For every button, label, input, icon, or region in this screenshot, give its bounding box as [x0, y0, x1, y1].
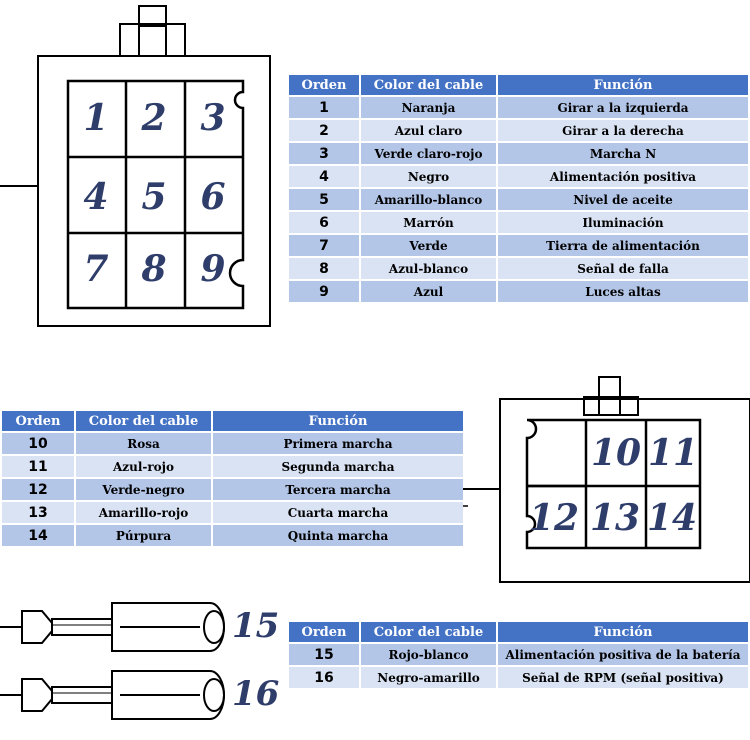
- pin-label: 1: [83, 97, 109, 139]
- pin-label: 2: [141, 97, 167, 139]
- pin-label-16: 16: [232, 674, 280, 714]
- cell-orden: 7: [289, 235, 359, 256]
- header-funcion: Función: [498, 622, 748, 642]
- cell-color: Verde-negro: [76, 479, 211, 500]
- cell-orden: 10: [2, 433, 74, 454]
- cell-funcion: Tierra de alimentación: [498, 235, 748, 256]
- bullet-connector-15: [0, 602, 225, 652]
- cell-orden: 2: [289, 120, 359, 141]
- cell-orden: 6: [289, 212, 359, 233]
- cell-funcion: Marcha N: [498, 143, 748, 164]
- cell-funcion: Cuarta marcha: [213, 502, 463, 523]
- cell-funcion: Primera marcha: [213, 433, 463, 454]
- cell-orden: 15: [289, 644, 359, 665]
- cell-orden: 9: [289, 281, 359, 302]
- cell-color: Negro-amarillo: [361, 667, 496, 688]
- bullet-connector-16: [0, 670, 225, 720]
- cell-color: Naranja: [361, 97, 496, 118]
- cell-funcion: Señal de falla: [498, 258, 748, 279]
- pin-label: 3: [200, 97, 226, 139]
- cell-orden: 5: [289, 189, 359, 210]
- cell-orden: 16: [289, 667, 359, 688]
- cell-funcion: Señal de RPM (señal positiva): [498, 667, 748, 688]
- cell-orden: 11: [2, 456, 74, 477]
- cell-color: Azul-blanco: [361, 258, 496, 279]
- pin-label: 11: [647, 432, 699, 474]
- cell-color: Azul-rojo: [76, 456, 211, 477]
- cell-funcion: Luces altas: [498, 281, 748, 302]
- pin-label: 4: [83, 176, 109, 218]
- header-color: Color del cable: [361, 622, 496, 642]
- pin-label: 12: [528, 497, 580, 539]
- cell-funcion: Quinta marcha: [213, 525, 463, 546]
- pin-label: 6: [200, 176, 226, 218]
- cell-orden: 3: [289, 143, 359, 164]
- pin-label: 7: [83, 248, 109, 290]
- connector-5pin: [462, 376, 750, 583]
- cell-color: Marrón: [361, 212, 496, 233]
- cell-color: Negro: [361, 166, 496, 187]
- pin-label: 8: [141, 248, 167, 290]
- header-funcion: Función: [498, 75, 748, 95]
- cell-color: Púrpura: [76, 525, 211, 546]
- cell-funcion: Alimentación positiva de la batería: [498, 644, 748, 665]
- cell-funcion: Tercera marcha: [213, 479, 463, 500]
- header-funcion: Función: [213, 411, 463, 431]
- header-orden: Orden: [2, 411, 74, 431]
- pin-label: 13: [589, 497, 641, 539]
- header-color: Color del cable: [76, 411, 211, 431]
- cell-orden: 14: [2, 525, 74, 546]
- cell-orden: 13: [2, 502, 74, 523]
- cell-funcion: Nivel de aceite: [498, 189, 748, 210]
- cell-color: Verde: [361, 235, 496, 256]
- cell-color: Amarillo-blanco: [361, 189, 496, 210]
- cell-funcion: Alimentación positiva: [498, 166, 748, 187]
- cell-color: Verde claro-rojo: [361, 143, 496, 164]
- cell-orden: 12: [2, 479, 74, 500]
- cell-color: Amarillo-rojo: [76, 502, 211, 523]
- cell-funcion: Segunda marcha: [213, 456, 463, 477]
- cell-funcion: Girar a la izquierda: [498, 97, 748, 118]
- connector-9pin: [0, 5, 271, 327]
- cell-funcion: Girar a la derecha: [498, 120, 748, 141]
- header-orden: Orden: [289, 622, 359, 642]
- pin-label-15: 15: [232, 606, 280, 646]
- cell-color: Rojo-blanco: [361, 644, 496, 665]
- header-color: Color del cable: [361, 75, 496, 95]
- cell-color: Azul: [361, 281, 496, 302]
- cell-orden: 1: [289, 97, 359, 118]
- pin-label: 10: [590, 432, 642, 474]
- pin-label: 9: [200, 248, 226, 290]
- cell-orden: 8: [289, 258, 359, 279]
- header-orden: Orden: [289, 75, 359, 95]
- cell-orden: 4: [289, 166, 359, 187]
- pin-label: 14: [646, 497, 698, 539]
- cell-funcion: Iluminación: [498, 212, 748, 233]
- pin-label: 5: [141, 176, 167, 218]
- cell-color: Azul claro: [361, 120, 496, 141]
- cell-color: Rosa: [76, 433, 211, 454]
